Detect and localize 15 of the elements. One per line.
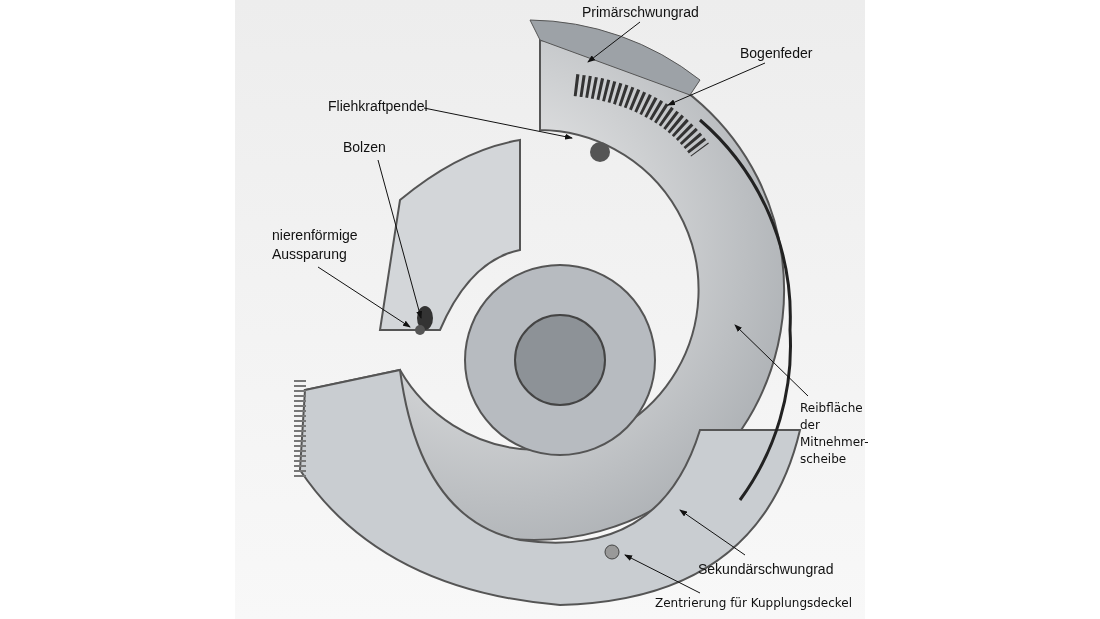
part-label: Bogenfeder <box>740 44 813 63</box>
leader-line <box>587 21 641 63</box>
leader-line <box>423 107 573 140</box>
leader-line <box>624 554 701 594</box>
part-label: Zentrierung für Kupplungsdeckel <box>655 595 853 612</box>
leader-line <box>679 509 746 556</box>
leader-line <box>377 159 423 319</box>
part-label: Primärschwungrad <box>582 3 699 22</box>
part-label: Bolzen <box>343 138 386 157</box>
part-label: Reibfläche der Mitnehmer- scheibe <box>800 400 880 468</box>
leader-line <box>317 266 411 328</box>
leader-line <box>667 62 766 106</box>
part-label: nierenförmige Aussparung <box>272 226 382 264</box>
leader-line <box>734 324 809 397</box>
part-label: Fliehkraftpendel <box>328 97 428 116</box>
